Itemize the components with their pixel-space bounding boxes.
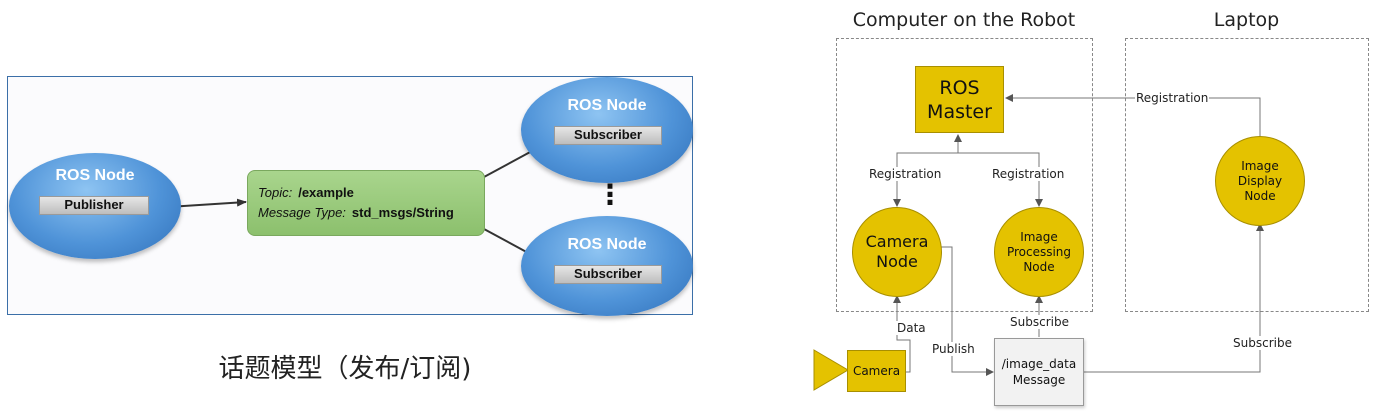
image-processing-line3: Node — [1023, 259, 1055, 274]
image-display-line1: Image — [1241, 158, 1279, 173]
topic-line: Topic: /example — [258, 185, 354, 200]
camera-node-line2: Node — [876, 252, 918, 271]
publish-label: Publish — [931, 342, 976, 356]
image-display-line2: Display — [1237, 173, 1283, 188]
laptop-region-title: Laptop — [1213, 9, 1280, 31]
robot-computer-region — [836, 38, 1093, 312]
display-subscribe-connector — [1083, 223, 1264, 373]
message-type-line: Message Type: std_msgs/String — [258, 205, 454, 220]
image-data-message-box: /image_data Message — [994, 338, 1084, 406]
publish-connector — [938, 246, 994, 376]
image-processing-node: Image Processing Node — [994, 207, 1084, 297]
topic-model-caption: 话题模型（发布/订阅) — [218, 354, 472, 384]
robot-region-title: Computer on the Robot — [852, 9, 1076, 31]
subscriber-label: Subscriber — [554, 126, 662, 145]
publisher-node: ROS Node Publisher — [9, 153, 181, 259]
ros-master-line2: Master — [927, 100, 992, 123]
publisher-to-topic-arrow — [167, 198, 247, 208]
message-type-value: std_msgs/String — [351, 205, 454, 220]
camera-node-line1: Camera — [865, 232, 929, 251]
camera-label: Camera — [852, 364, 901, 378]
subscribe-label-display: Subscribe — [1232, 336, 1293, 350]
subscriber-node-title: ROS Node — [567, 97, 647, 114]
subscriber-label: Subscriber — [554, 265, 662, 284]
publisher-node-title: ROS Node — [55, 167, 135, 184]
camera-node: Camera Node — [852, 207, 942, 297]
ros-master-box: ROS Master — [915, 66, 1004, 133]
subscriber-node-title: ROS Node — [567, 236, 647, 253]
more-subscribers-ellipsis: ⋮ — [596, 178, 624, 211]
display-registration-connector — [1005, 94, 1261, 138]
data-label: Data — [896, 321, 927, 335]
laptop-region — [1125, 38, 1369, 312]
message-type-key: Message Type: — [258, 205, 346, 220]
image-display-node: Image Display Node — [1215, 136, 1305, 226]
message-line1: /image_data — [1001, 357, 1077, 371]
topic-key: Topic: — [258, 185, 293, 200]
topic-box: Topic: /example Message Type: std_msgs/Str… — [247, 170, 485, 236]
image-processing-line2: Processing — [1006, 244, 1072, 259]
image-display-line3: Node — [1244, 188, 1276, 203]
registration-label-display: Registration — [1135, 91, 1210, 105]
registration-label-processing: Registration — [991, 167, 1066, 181]
publisher-label: Publisher — [39, 196, 149, 215]
message-line2: Message — [1012, 373, 1066, 387]
subscriber-node-2: ROS Node Subscriber — [521, 216, 693, 316]
ros-master-line1: ROS — [939, 76, 980, 99]
topic-value: /example — [298, 185, 354, 200]
camera-triangle-icon — [813, 349, 849, 391]
camera-box: Camera — [847, 350, 906, 392]
registration-label-camera: Registration — [868, 167, 943, 181]
subscribe-label-processing: Subscribe — [1009, 315, 1070, 329]
image-processing-line1: Image — [1020, 229, 1058, 244]
subscriber-node-1: ROS Node Subscriber — [521, 77, 693, 183]
